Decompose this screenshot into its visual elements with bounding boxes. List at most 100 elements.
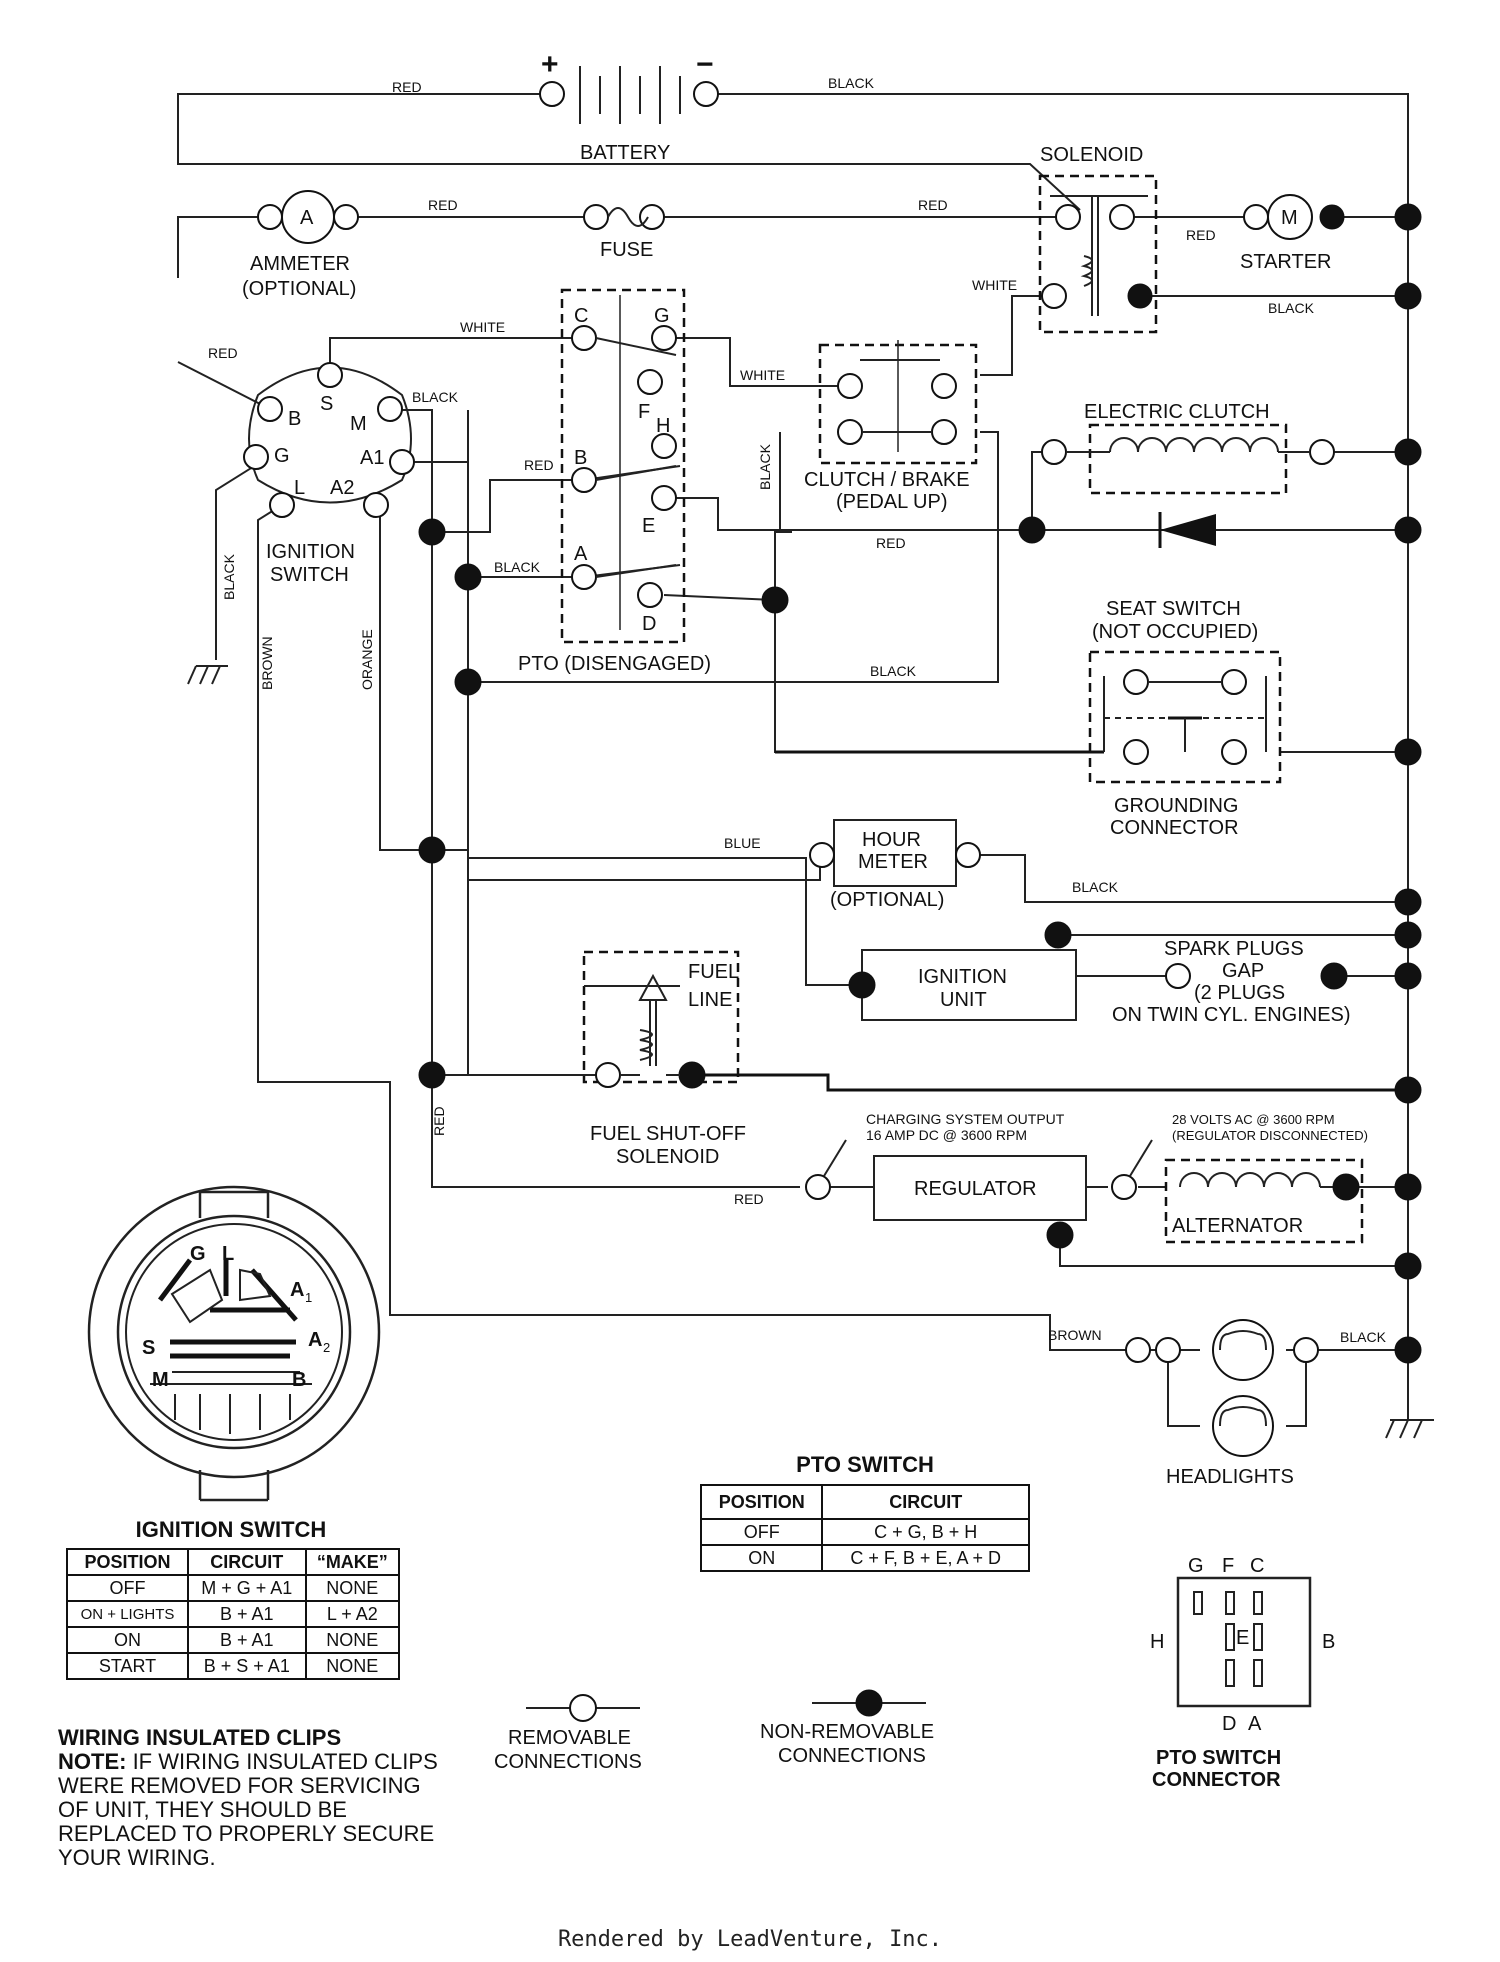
clutch-brake-switch: CLUTCH / BRAKE (PEDAL UP) bbox=[804, 340, 978, 513]
note-heading: WIRING INSULATED CLIPS bbox=[58, 1725, 342, 1750]
wire-label-black-m: BLACK bbox=[412, 389, 459, 405]
table-row: POSITION CIRCUIT bbox=[699, 1484, 1030, 1520]
wire-label-red-b: RED bbox=[524, 457, 554, 473]
wire-label-red-regulator: RED bbox=[734, 1191, 764, 1207]
ignition-unit: IGNITION UNIT SPARK PLUGS GAP (2 PLUGS O… bbox=[848, 921, 1422, 1026]
face-letter-a2: A bbox=[308, 1329, 322, 1351]
wire-label-red-ignition: RED bbox=[208, 345, 238, 361]
regulator-label: REGULATOR bbox=[914, 1178, 1037, 1200]
wire-label-brown-headlights: BROWN bbox=[1048, 1327, 1102, 1343]
wire-label-white-clutch: WHITE bbox=[740, 367, 785, 383]
wire-label-black-ground: BLACK bbox=[221, 553, 237, 600]
pto-terminal-d: D bbox=[642, 613, 656, 635]
legend-removable-2: CONNECTIONS bbox=[494, 1751, 642, 1773]
legend-nonremovable-2: CONNECTIONS bbox=[778, 1745, 926, 1767]
pto-terminal-f: F bbox=[638, 401, 650, 423]
solenoid-label: SOLENOID bbox=[1040, 144, 1143, 166]
table-cell: OFF bbox=[699, 1518, 824, 1546]
ammeter: A AMMETER (OPTIONAL) bbox=[242, 190, 359, 300]
fuel-line-label-2: LINE bbox=[688, 989, 732, 1011]
table-row: POSITION CIRCUIT “MAKE” bbox=[66, 1548, 401, 1576]
legend-nonremovable-1: NON-REMOVABLE bbox=[760, 1721, 934, 1743]
legend: REMOVABLE CONNECTIONS NON-REMOVABLE CONN… bbox=[494, 1689, 934, 1773]
footer-credit: Rendered by LeadVenture, Inc. bbox=[557, 1927, 943, 1952]
table-cell: NONE bbox=[304, 1626, 401, 1654]
table-cell: C + F, B + E, A + D bbox=[821, 1544, 1030, 1572]
face-letter-l: L bbox=[222, 1243, 234, 1265]
table-row: OFF M + G + A1 NONE bbox=[66, 1574, 401, 1602]
ign-terminal-g: G bbox=[274, 445, 290, 467]
electric-clutch: ELECTRIC CLUTCH bbox=[1041, 401, 1422, 495]
seat-switch-label-1: SEAT SWITCH bbox=[1106, 598, 1241, 620]
starter-letter: M bbox=[1281, 207, 1298, 229]
ammeter-letter: A bbox=[300, 207, 314, 229]
wire-label-red-clutch: RED bbox=[876, 535, 906, 551]
fuse-label: FUSE bbox=[600, 239, 653, 261]
grounding-connector-label-2: CONNECTOR bbox=[1110, 817, 1239, 839]
pin-label-e: E bbox=[1236, 1627, 1249, 1649]
wire-label-red-fuse: RED bbox=[918, 197, 948, 213]
hour-meter: HOUR METER (OPTIONAL) bbox=[809, 819, 1422, 916]
face-letter-g: G bbox=[190, 1243, 206, 1265]
wire-label-brown-vertical: BROWN bbox=[259, 636, 275, 690]
fuel-solenoid-label-2: SOLENOID bbox=[616, 1146, 719, 1168]
ac-output-label-2: (REGULATOR DISCONNECTED) bbox=[1172, 1128, 1368, 1143]
wires bbox=[177, 93, 1409, 1427]
hour-meter-optional: (OPTIONAL) bbox=[830, 889, 944, 911]
note-lead: NOTE: bbox=[58, 1749, 127, 1774]
ignition-switch: B S M G L A1 A2 IGNITION SWITCH bbox=[243, 362, 415, 586]
ignition-switch-label-1: IGNITION bbox=[266, 541, 355, 563]
wire-label-red-starter: RED bbox=[1186, 227, 1216, 243]
table-cell: START bbox=[66, 1652, 189, 1680]
ignition-switch-face: G L A 1 A 2 S M B bbox=[87, 1185, 381, 1502]
ign-terminal-m: M bbox=[350, 413, 367, 435]
ignition-table-title: IGNITION SWITCH bbox=[135, 1517, 327, 1542]
wire-label-orange-vertical: ORANGE bbox=[359, 629, 375, 690]
table-cell: B + S + A1 bbox=[186, 1652, 307, 1680]
alternator-label: ALTERNATOR bbox=[1172, 1215, 1303, 1237]
spark-plugs-label-1: SPARK PLUGS bbox=[1164, 938, 1304, 960]
ign-header-circuit: CIRCUIT bbox=[186, 1548, 307, 1576]
seat-switch-label-2: (NOT OCCUPIED) bbox=[1092, 621, 1258, 643]
pto-header-position: POSITION bbox=[699, 1484, 824, 1520]
pto-disengaged-label: PTO (DISENGAGED) bbox=[518, 653, 711, 675]
battery-minus: − bbox=[696, 48, 714, 81]
ammeter-optional: (OPTIONAL) bbox=[242, 278, 356, 300]
ammeter-label: AMMETER bbox=[250, 253, 350, 275]
pin-label-h: H bbox=[1150, 1631, 1164, 1653]
wire-label-red-vertical: RED bbox=[431, 1106, 447, 1136]
pto-table-title: PTO SWITCH bbox=[796, 1452, 934, 1477]
pin-label-f: F bbox=[1222, 1555, 1234, 1577]
battery-label: BATTERY bbox=[580, 142, 670, 164]
pto-terminal-b: B bbox=[574, 447, 587, 469]
wire-label-red-battery: RED bbox=[392, 79, 422, 95]
ignition-unit-label-1: IGNITION bbox=[918, 966, 1007, 988]
pin-label-g: G bbox=[1188, 1555, 1204, 1577]
wire-label-black-headlights: BLACK bbox=[1340, 1329, 1387, 1345]
wire-label-blue: BLUE bbox=[724, 835, 761, 851]
pto-connector-title-1: PTO SWITCH bbox=[1156, 1747, 1281, 1769]
face-letter-m: M bbox=[152, 1369, 169, 1391]
wire-label-white-pto: WHITE bbox=[460, 319, 505, 335]
wire-label-black-solenoid: BLACK bbox=[1268, 300, 1315, 316]
note-text: IF WIRING INSULATED CLIPS WERE REMOVED F… bbox=[58, 1749, 438, 1870]
wire-label-black-battery: BLACK bbox=[828, 75, 875, 91]
table-cell: B + A1 bbox=[186, 1600, 307, 1628]
table-cell: OFF bbox=[66, 1574, 189, 1602]
face-letter-a2-sub: 2 bbox=[323, 1340, 330, 1355]
spark-plugs-label-3: (2 PLUGS bbox=[1194, 982, 1285, 1004]
ign-terminal-a2: A2 bbox=[330, 477, 354, 499]
charging-output-label-1: CHARGING SYSTEM OUTPUT bbox=[866, 1111, 1065, 1127]
table-row: ON C + F, B + E, A + D bbox=[699, 1544, 1030, 1572]
ign-header-position: POSITION bbox=[66, 1548, 189, 1576]
pin-label-c: C bbox=[1250, 1555, 1264, 1577]
fuel-line-label-1: FUEL bbox=[688, 961, 739, 983]
fuse: FUSE bbox=[583, 204, 665, 261]
wire-label-black-a: BLACK bbox=[494, 559, 541, 575]
fuel-solenoid-label-1: FUEL SHUT-OFF bbox=[590, 1123, 746, 1145]
table-cell: B + A1 bbox=[186, 1626, 307, 1654]
table-cell: M + G + A1 bbox=[186, 1574, 307, 1602]
regulator: REGULATOR CHARGING SYSTEM OUTPUT 16 AMP … bbox=[805, 1111, 1368, 1249]
table-cell: C + G, B + H bbox=[821, 1518, 1030, 1546]
starter: M STARTER bbox=[1240, 194, 1422, 273]
